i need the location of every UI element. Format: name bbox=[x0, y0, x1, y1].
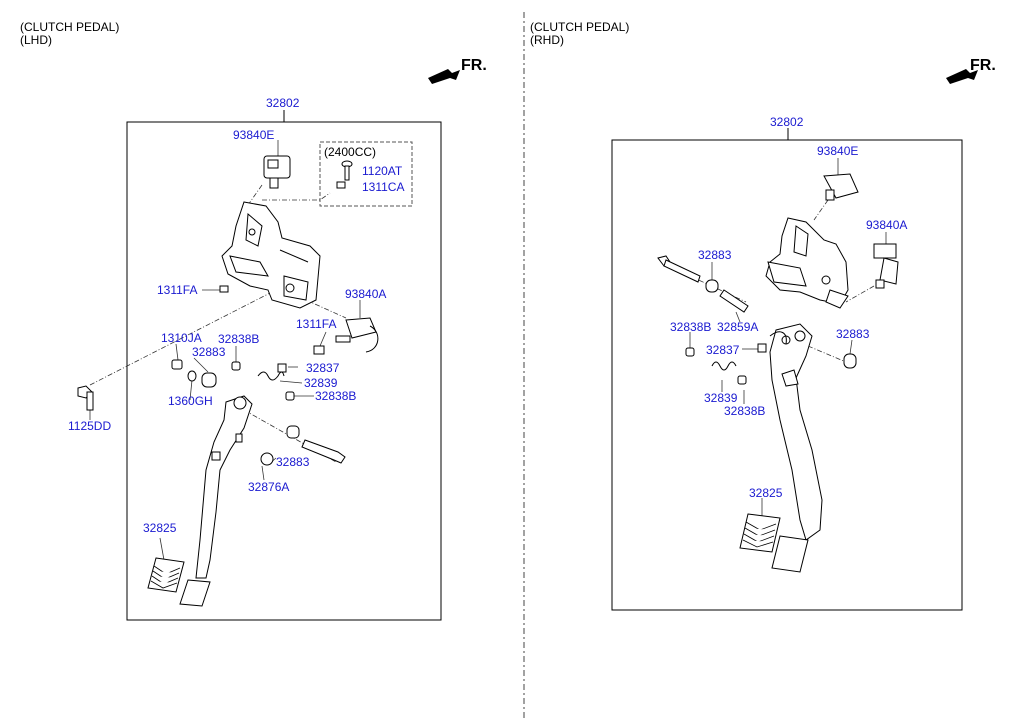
lhd-assembly-label[interactable]: 32802 bbox=[266, 96, 300, 110]
rhd-title-line2: (RHD) bbox=[530, 33, 564, 47]
rhd-part-32883-a[interactable]: 32883 bbox=[698, 248, 732, 262]
fr-arrow-icon-lhd bbox=[428, 69, 460, 84]
lhd-switch-93840E bbox=[263, 155, 291, 189]
lhd-pedal-arm bbox=[195, 395, 253, 579]
rhd-fr-label: FR. bbox=[970, 57, 996, 74]
lhd-part-1310JA[interactable]: 1310JA bbox=[161, 331, 202, 345]
lhd-part-32838B-b[interactable]: 32838B bbox=[315, 389, 357, 403]
lhd-fr-label: FR. bbox=[461, 57, 487, 74]
rhd-switch-93840A bbox=[873, 243, 899, 289]
rhd-pedal-pad bbox=[739, 513, 809, 573]
lhd-part-32825[interactable]: 32825 bbox=[143, 521, 177, 535]
rhd-part-93840E[interactable]: 93840E bbox=[817, 144, 859, 158]
lhd-pedal-pad bbox=[147, 557, 211, 607]
rhd-part-32839[interactable]: 32839 bbox=[704, 391, 738, 405]
lhd-switch-93840A bbox=[335, 317, 379, 353]
lhd-part-1120AT[interactable]: 1120AT bbox=[362, 164, 403, 178]
rhd-part-32883-b[interactable]: 32883 bbox=[836, 327, 870, 341]
lhd-title-line1: (CLUTCH PEDAL) bbox=[20, 20, 120, 34]
rhd-part-32837[interactable]: 32837 bbox=[706, 343, 740, 357]
lhd-part-93840E[interactable]: 93840E bbox=[233, 128, 275, 142]
lhd-part-1311FA-a[interactable]: 1311FA bbox=[157, 283, 198, 297]
rhd-switch-93840E bbox=[823, 173, 859, 201]
rhd-part-32838B-a[interactable]: 32838B bbox=[670, 320, 712, 334]
lhd-title-line2: (LHD) bbox=[20, 33, 52, 47]
lhd-part-32837[interactable]: 32837 bbox=[306, 361, 340, 375]
rhd-title-line1: (CLUTCH PEDAL) bbox=[530, 20, 630, 34]
lhd-part-32838B-a[interactable]: 32838B bbox=[218, 332, 260, 346]
lhd-part-1125DD[interactable]: 1125DD bbox=[68, 419, 112, 433]
lhd-part-1360GH[interactable]: 1360GH bbox=[168, 394, 213, 408]
lhd-pedal-bracket bbox=[221, 201, 321, 309]
lhd-part-32883-b[interactable]: 32883 bbox=[276, 455, 310, 469]
lhd-part-1311CA[interactable]: 1311CA bbox=[362, 180, 405, 194]
rhd-assembly-box bbox=[611, 139, 963, 611]
rhd-part-32825[interactable]: 32825 bbox=[749, 486, 783, 500]
lhd-option-label: (2400CC) bbox=[324, 145, 377, 159]
rhd-part-32838B-b[interactable]: 32838B bbox=[724, 404, 766, 418]
fr-arrow-icon-rhd bbox=[946, 69, 978, 84]
rhd-pedal-bracket bbox=[765, 217, 849, 309]
lhd-option-box bbox=[319, 141, 413, 207]
lhd-part-32839[interactable]: 32839 bbox=[304, 376, 338, 390]
rhd-part-93840A[interactable]: 93840A bbox=[866, 218, 908, 232]
rhd-part-32859A[interactable]: 32859A bbox=[717, 320, 759, 334]
lhd-part-32876A[interactable]: 32876A bbox=[248, 480, 290, 494]
lhd-part-93840A[interactable]: 93840A bbox=[345, 287, 387, 301]
lhd-part-32883-a[interactable]: 32883 bbox=[192, 345, 226, 359]
lhd-part-1311FA-b[interactable]: 1311FA bbox=[296, 317, 337, 331]
rhd-pedal-arm bbox=[769, 323, 823, 541]
rhd-assembly-label[interactable]: 32802 bbox=[770, 115, 804, 129]
